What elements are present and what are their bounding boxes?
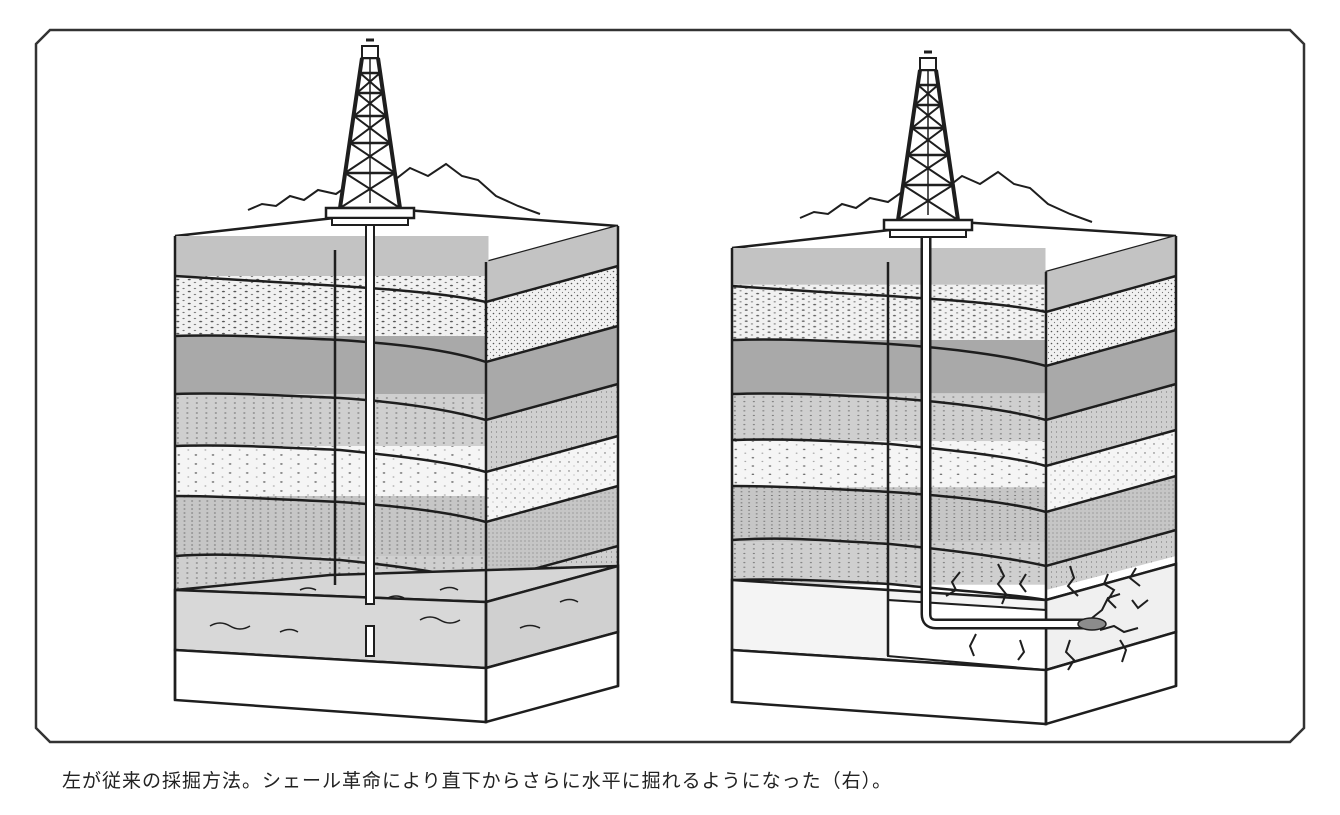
- front-strata: [175, 236, 489, 602]
- reservoir-ripples: [209, 586, 579, 633]
- conventional-drilling-illustration: .. .:.: [173, 38, 620, 724]
- illustration-frame: .. .:.: [34, 28, 1306, 744]
- shale-horizontal-drilling-illustration: .. .:.: [730, 50, 1178, 726]
- fracture-network: [945, 563, 1149, 671]
- strata-lines: [174, 264, 619, 584]
- figure-caption: 左が従来の採掘方法。シェール革命により直下からさらに水平に掘れるようになった（右…: [62, 770, 893, 792]
- vertical-well-pipe: [365, 221, 375, 605]
